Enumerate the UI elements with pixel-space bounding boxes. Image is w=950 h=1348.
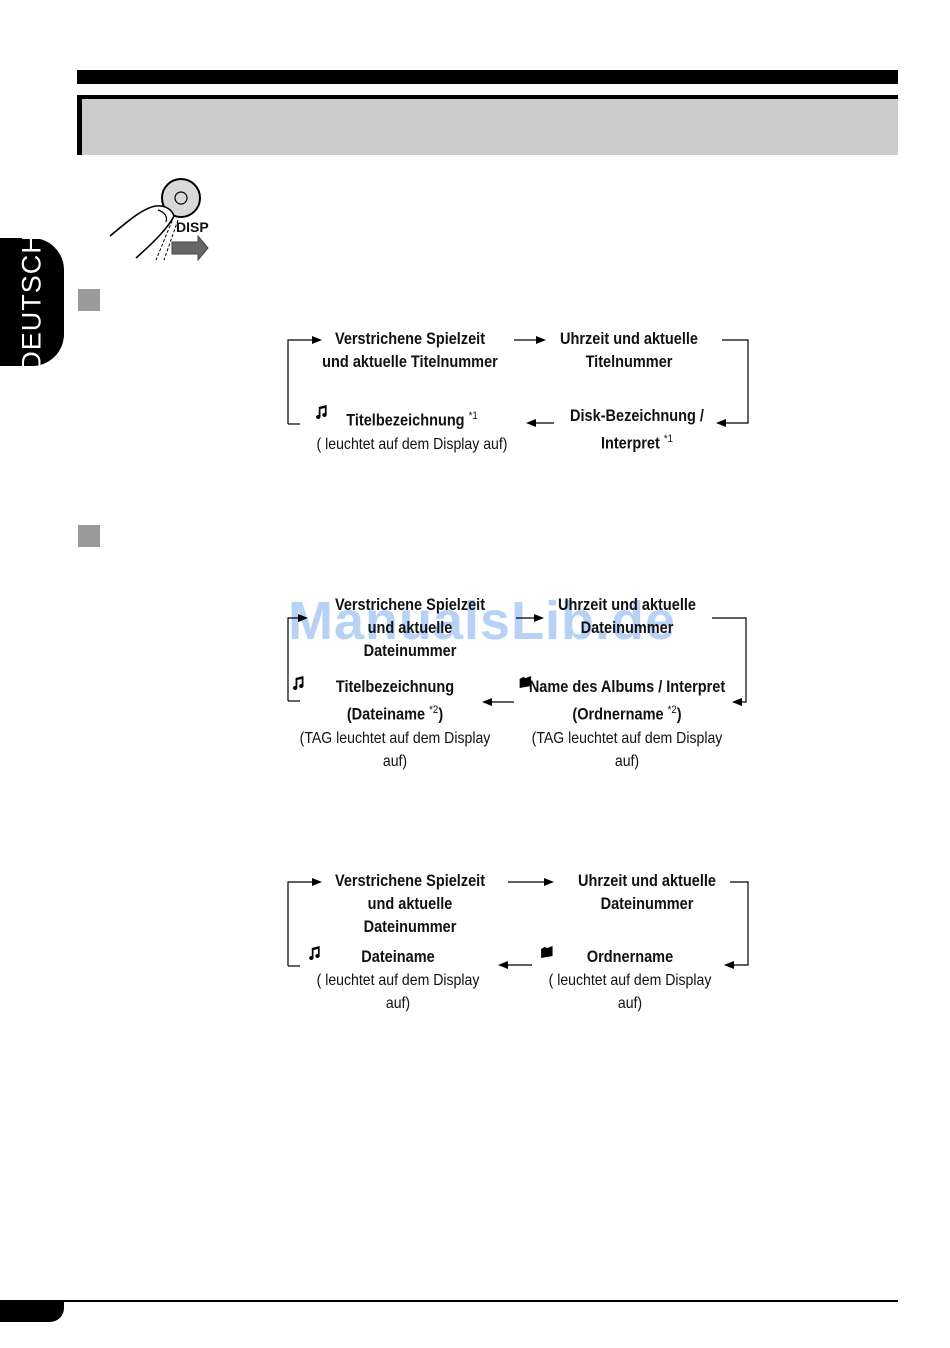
music-note-icon: [316, 405, 327, 419]
footer-rule: [0, 1300, 898, 1302]
section-marker-1: [78, 289, 100, 311]
disp-button-label: DISP: [176, 219, 209, 235]
music-note-icon: [292, 676, 304, 690]
title-band: [77, 95, 898, 155]
page-number-tab: [0, 1300, 64, 1322]
cycle-arrows-2: [287, 614, 747, 706]
cycle-arrows-1: [287, 336, 749, 427]
node-disc-title: Disk-Bezeichnung / Interpret *1: [570, 407, 704, 453]
folder-icon: [519, 676, 532, 688]
language-tab: DEUTSCH: [0, 233, 64, 371]
node-elapsed-time: Verstrichene Spielzeit und aktuelle Date…: [334, 872, 486, 936]
watermark: ManualsLib.de: [288, 591, 677, 651]
node-folder-name: Ordnername ( leuchtet auf dem Display au…: [540, 946, 720, 1015]
node-clock-time: Uhrzeit und aktuelle Titelnummer: [560, 330, 698, 371]
finger-press-icon: [109, 178, 209, 262]
disp-button-illustration: DISP: [108, 176, 218, 266]
cycle-arrows-3: [287, 878, 749, 969]
node-album-name: Name des Albums / Interpret (Ordnername …: [519, 676, 735, 773]
header-rule: [77, 70, 898, 84]
folder-icon: [541, 946, 553, 958]
section-marker-2: [78, 525, 100, 547]
node-track-title: Titelbezeichnung (Dateiname *2) (TAG leu…: [292, 676, 498, 773]
node-track-title: Titelbezeichnung *1 ( leuchtet auf dem D…: [315, 405, 509, 456]
node-elapsed-time: Verstrichene Spielzeit und aktuelle Date…: [334, 596, 486, 660]
node-clock-time: Uhrzeit und aktuelle Dateinummer: [578, 872, 716, 913]
node-file-name: Dateiname ( leuchtet auf dem Display auf…: [308, 946, 488, 1015]
node-elapsed-time: Verstrichene Spielzeit und aktuelle Tite…: [322, 330, 498, 371]
music-note-icon: [309, 946, 320, 960]
language-tab-label: DEUTSCH: [16, 233, 47, 371]
display-cycle-diagram-3: Verstrichene Spielzeit und aktuelle Date…: [282, 868, 752, 1012]
display-cycle-diagram-1: Verstrichene Spielzeit und aktuelle Tite…: [282, 326, 752, 466]
node-clock-time: Uhrzeit und aktuelle Dateinummer: [558, 596, 696, 637]
display-cycle-diagram-2: Verstrichene Spielzeit und aktuelle Date…: [282, 594, 752, 770]
